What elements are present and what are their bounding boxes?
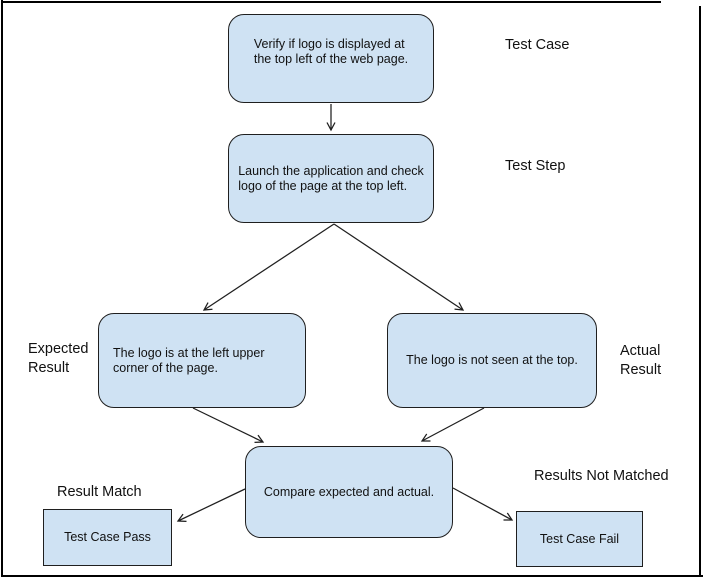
node-test-case-fail-line1: Test Case Fail — [539, 531, 620, 546]
node-test-case-pass-line1: Test Case Pass — [64, 530, 151, 544]
frame-bottom-edge — [1, 575, 703, 577]
node-compare: Compare expected and actual. — [245, 446, 453, 538]
node-compare-text: Compare expected and actual. — [264, 485, 434, 500]
node-expected-result-line2: corner of the page. — [113, 360, 218, 375]
node-test-case-line2: the top left of the web page. — [253, 51, 409, 66]
node-test-case-fail: Test Case Fail — [516, 511, 643, 567]
node-actual-result-text: The logo is not seen at the top. — [406, 353, 578, 368]
node-compare-line1: Compare expected and actual. — [263, 484, 435, 499]
node-actual-result: The logo is not seen at the top. — [387, 313, 597, 408]
label-actual-result-line1: Actual — [620, 343, 661, 359]
node-test-case-line1: Verify if logo is displayed at — [253, 36, 405, 51]
label-results-not-matched-line1: Results Not Matched — [534, 468, 669, 484]
label-actual-result: Actual Result — [620, 342, 661, 380]
arrow-test-step-to-expected — [202, 223, 335, 311]
frame-right-edge — [699, 6, 701, 577]
node-test-case-pass-text: Test Case Pass — [64, 530, 151, 545]
node-test-case-fail-text: Test Case Fail — [540, 532, 619, 547]
node-test-step: Launch the application and check logo of… — [228, 134, 434, 223]
arrow-compare-to-pass — [176, 488, 246, 523]
node-expected-result-text: The logo is at the left upper corner of … — [99, 346, 264, 376]
label-result-match-line1: Result Match — [57, 484, 142, 500]
label-expected-result: Expected Result — [28, 340, 88, 378]
label-result-match: Result Match — [57, 483, 142, 502]
node-test-case: Verify if logo is displayed at the top l… — [228, 14, 434, 103]
label-test-case-line1: Test Case — [505, 37, 570, 53]
label-test-step: Test Step — [505, 157, 565, 176]
node-test-step-line1: Launch the application and check — [238, 163, 424, 178]
node-test-case-pass: Test Case Pass — [43, 509, 172, 566]
arrow-actual-to-compare — [420, 407, 485, 442]
node-test-step-line2: logo of the page at the top left. — [238, 178, 408, 193]
node-actual-result-line1: The logo is not seen at the top. — [406, 353, 578, 367]
label-expected-result-line2: Result — [28, 360, 70, 376]
label-expected-result-line1: Expected — [28, 341, 89, 357]
arrow-compare-to-fail — [452, 487, 514, 521]
node-expected-result-line1: The logo is at the left upper — [113, 345, 265, 360]
label-results-not-matched: Results Not Matched — [534, 467, 669, 486]
node-expected-result: The logo is at the left upper corner of … — [98, 313, 306, 408]
arrow-expected-to-compare — [192, 407, 265, 443]
node-test-step-text: Launch the application and check logo of… — [238, 164, 424, 194]
frame-top-edge — [1, 1, 661, 3]
label-test-case: Test Case — [505, 36, 569, 55]
frame-left-edge — [1, 0, 3, 577]
label-actual-result-line2: Result — [620, 362, 662, 378]
arrow-test-step-to-actual — [333, 223, 465, 311]
label-test-step-line1: Test Step — [505, 158, 566, 174]
node-test-case-text: Verify if logo is displayed at the top l… — [254, 37, 408, 81]
